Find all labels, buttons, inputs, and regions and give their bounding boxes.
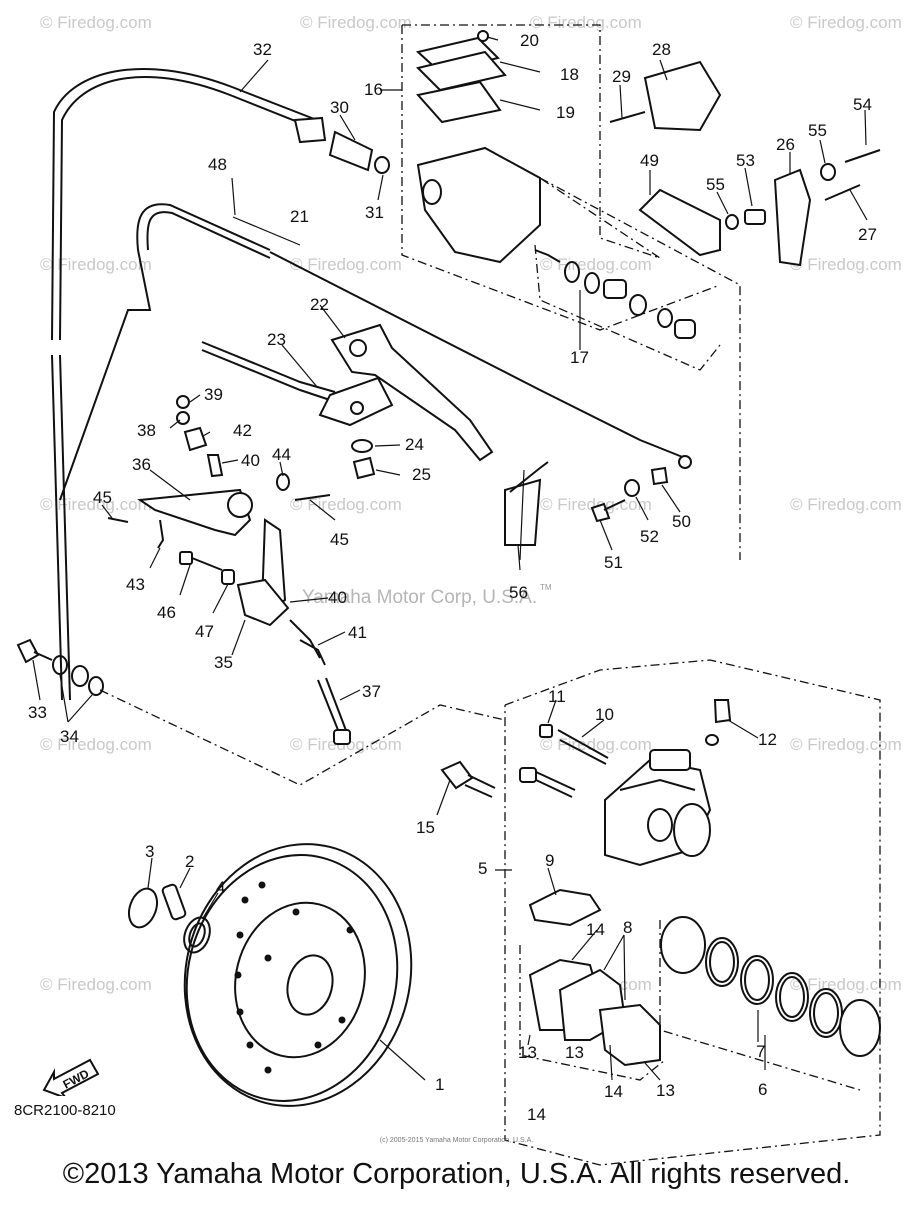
linkage [16, 395, 351, 745]
diagram-code: 8CR2100-8210 [14, 1102, 116, 1119]
watermark: © Firedog.com [790, 495, 902, 514]
callout-label: 47 [195, 622, 214, 641]
caliper [440, 699, 881, 1067]
callout-label: 41 [348, 623, 367, 642]
callout-label: 13 [656, 1081, 675, 1100]
callout-label: 14 [527, 1105, 546, 1124]
callout-label: 15 [416, 818, 435, 837]
watermark: © Firedog.com [790, 255, 902, 274]
callout-label: 3 [145, 842, 154, 861]
callout-label: 34 [60, 727, 79, 746]
callout-label: 13 [518, 1043, 537, 1062]
watermark: © Firedog.com [290, 495, 402, 514]
copyright-footer: ©2013 Yamaha Motor Corporation, U.S.A. A… [62, 1158, 851, 1190]
master-cylinder [415, 30, 696, 339]
watermark: © Firedog.com [40, 495, 152, 514]
callout-label: 13 [565, 1043, 584, 1062]
callout-label: 14 [586, 920, 605, 939]
watermark: © Firedog.com [530, 13, 642, 32]
brake-lever [201, 323, 494, 480]
watermark: © Firedog.com [790, 13, 902, 32]
callout-label: 16 [364, 80, 383, 99]
callout-label: 52 [640, 527, 659, 546]
watermark: © Firedog.com [790, 975, 902, 994]
callout-label: 56 [509, 583, 528, 602]
callout-label: 45 [93, 488, 112, 507]
callout-label: 17 [570, 348, 589, 367]
callout-label: 5 [478, 859, 487, 878]
brake-disc [183, 843, 413, 1107]
callout-label: 40 [328, 588, 347, 607]
callout-label: 44 [272, 445, 291, 464]
callout-label: 22 [310, 295, 329, 314]
callout-label: 9 [545, 851, 554, 870]
callout-label: 43 [126, 575, 145, 594]
callout-label: 33 [28, 703, 47, 722]
mid-watermark: Yamaha Motor Corp, U.S.A. [302, 587, 537, 608]
callout-label: 51 [604, 553, 623, 572]
callout-label: 12 [758, 730, 777, 749]
callout-label: 2 [185, 852, 194, 871]
callout-label: 39 [204, 385, 223, 404]
callout-label: 50 [672, 512, 691, 531]
callout-label: 55 [706, 175, 725, 194]
callout-label: 10 [595, 705, 614, 724]
callout-label: 45 [330, 530, 349, 549]
callout-label: 8 [623, 918, 632, 937]
watermark: © Firedog.com [540, 255, 652, 274]
callouts: 1 2 3 4 5 6 7 8 9 10 11 12 13 13 13 14 1… [28, 31, 877, 1124]
callout-label: 53 [736, 151, 755, 170]
callout-label: 46 [157, 603, 176, 622]
callout-label: 36 [132, 455, 151, 474]
callout-label: 49 [640, 151, 659, 170]
leader-lines [32, 36, 868, 1081]
callout-label: 35 [214, 653, 233, 672]
callout-label: 11 [548, 687, 566, 706]
callout-label: 14 [604, 1082, 623, 1101]
disc-hardware [127, 883, 211, 954]
callout-label: 32 [253, 40, 272, 59]
watermark: © Firedog.com [40, 255, 152, 274]
watermark: © Firedog.com [40, 975, 152, 994]
callout-label: 28 [652, 40, 671, 59]
callout-label: 27 [858, 225, 877, 244]
callout-label: 19 [556, 103, 575, 122]
watermark: © Firedog.com [300, 13, 412, 32]
cables [51, 68, 692, 701]
callout-label: 48 [208, 155, 227, 174]
callout-label: 54 [853, 95, 872, 114]
callout-label: 30 [330, 98, 349, 117]
switch-assembly [609, 60, 881, 267]
callout-label: 25 [412, 465, 431, 484]
callout-label: 1 [435, 1075, 444, 1094]
watermark: © Firedog.com [40, 13, 152, 32]
callout-label: 38 [137, 421, 156, 440]
callout-label: 23 [267, 330, 286, 349]
callout-label: 42 [233, 421, 252, 440]
watermark: © Firedog.com [40, 735, 152, 754]
callout-label: 40 [241, 451, 260, 470]
callout-label: 20 [520, 31, 539, 50]
callout-label: 21 [290, 207, 309, 226]
watermark: © Firedog.com [540, 735, 652, 754]
watermark: © Firedog.com [290, 255, 402, 274]
trademark-mark: TM [540, 583, 552, 592]
watermark: © Firedog.com [790, 735, 902, 754]
callout-label: 18 [560, 65, 579, 84]
callout-label: 7 [756, 1042, 765, 1061]
callout-label: 4 [216, 878, 225, 897]
callout-label: 24 [405, 435, 424, 454]
callout-label: 31 [365, 203, 384, 222]
callout-label: 29 [612, 67, 631, 86]
forward-arrow-icon: FWD [40, 1052, 102, 1101]
callout-label: 26 [776, 135, 795, 154]
callout-label: 37 [362, 682, 381, 701]
callout-label: 6 [758, 1080, 767, 1099]
callout-label: 55 [808, 121, 827, 140]
small-credit: (c) 2005-2015 Yamaha Motor Corporation, … [379, 1137, 534, 1144]
